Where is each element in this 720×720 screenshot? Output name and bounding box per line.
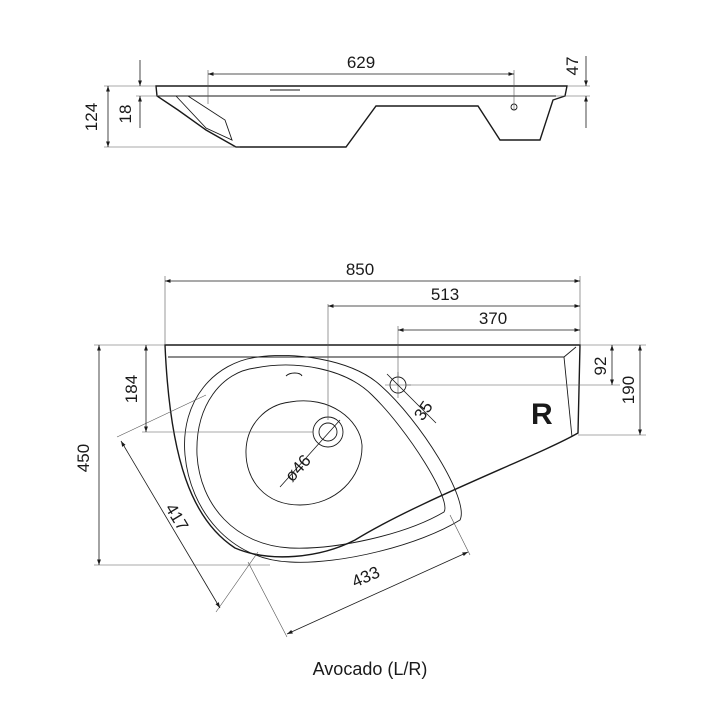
top-view: R 850 513 370 450 184 92 [74, 260, 646, 638]
bowl-floor [245, 400, 363, 506]
ext-line [247, 561, 288, 638]
basin-outline [164, 344, 581, 558]
dim-450-label: 450 [74, 444, 93, 472]
dim-370-label: 370 [479, 309, 507, 328]
overflow-slot [285, 372, 303, 377]
dim-850-label: 850 [346, 260, 374, 279]
dim-35-leader [386, 373, 437, 424]
side-inner-bowl [175, 95, 233, 141]
side-profile [155, 85, 568, 148]
side-view: 629 124 18 47 [82, 53, 590, 148]
side-marker-r: R [531, 398, 553, 431]
dim-417-label: 417 [161, 500, 192, 534]
dim-629-label: 629 [347, 53, 375, 72]
dim-433-line [286, 551, 469, 635]
ext-line [449, 514, 471, 556]
dim-190-label: 190 [619, 376, 638, 404]
dim-184-label: 184 [122, 375, 141, 403]
dim-513-label: 513 [431, 285, 459, 304]
dim-47-label: 47 [563, 57, 582, 76]
basin-corner-bevel [563, 346, 577, 358]
ext-line [215, 551, 259, 613]
dim-124-label: 124 [82, 103, 101, 131]
drain-inner [318, 422, 338, 442]
dim-92-label: 92 [591, 357, 610, 376]
dim-433-label: 433 [349, 563, 383, 592]
dim-46-leader [279, 419, 341, 488]
dim-417-line [120, 440, 221, 609]
basin-corner-edge [563, 356, 573, 438]
ext-line [116, 394, 207, 438]
dim-18-label: 18 [116, 105, 135, 124]
product-caption: Avocado (L/R) [313, 659, 428, 679]
